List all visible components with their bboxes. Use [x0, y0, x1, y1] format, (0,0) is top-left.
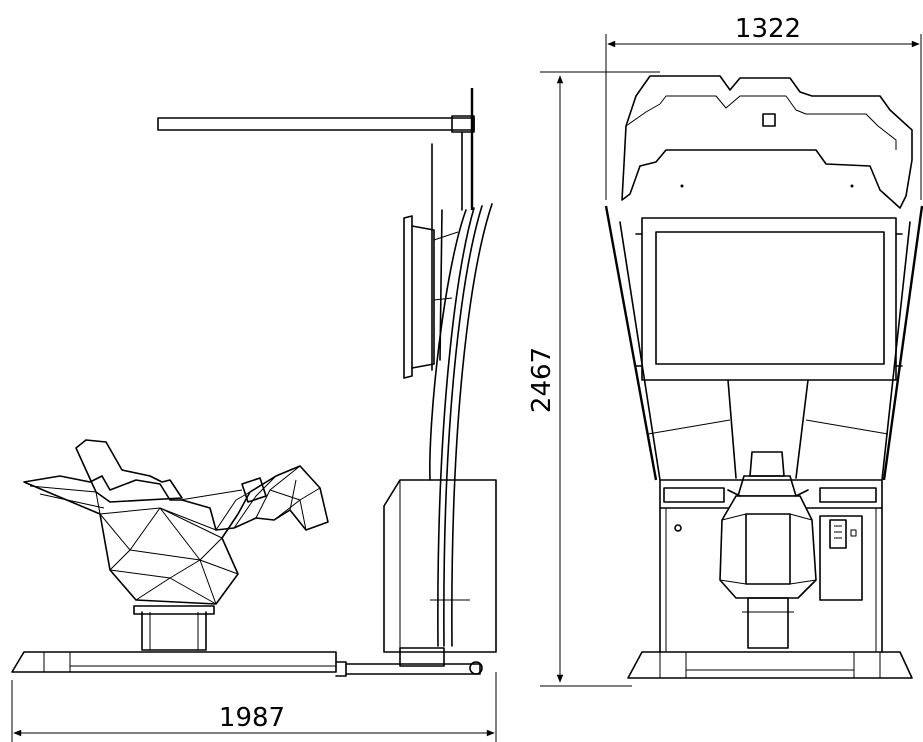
front-view: 1322 2467: [527, 14, 923, 687]
side-base-platform: [11, 651, 483, 677]
side-view: 1987: [11, 88, 497, 742]
length-dimension-label: 1987: [219, 703, 285, 733]
front-marquee: [621, 75, 913, 209]
length-dimension: 1987: [11, 672, 497, 742]
width-dimension: 1322: [605, 14, 922, 200]
side-cabinet-column: [157, 88, 497, 667]
front-base: [627, 651, 913, 679]
front-horse: [719, 451, 817, 649]
horse-post: [133, 605, 215, 651]
height-dimension-label: 2467: [527, 347, 557, 413]
front-cabinet: [604, 205, 923, 653]
height-dimension: 2467: [527, 71, 660, 687]
horse-body: [23, 439, 329, 605]
width-dimension-label: 1322: [735, 14, 801, 44]
